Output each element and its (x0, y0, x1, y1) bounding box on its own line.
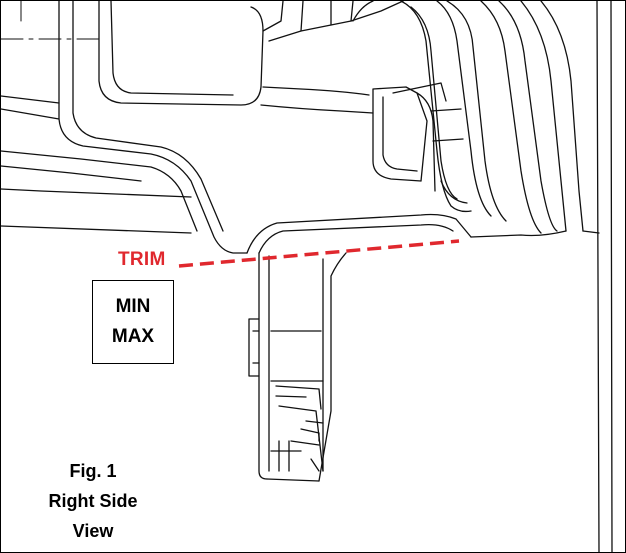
figure-caption: Fig. 1 Right Side View (29, 456, 157, 546)
lower-tab (248, 318, 260, 377)
trim-label: TRIM (118, 249, 166, 270)
max-label: MAX (111, 326, 155, 347)
upper-body-outline (58, 1, 248, 254)
min-label: MIN (115, 296, 151, 317)
caption-line-view: View (72, 521, 114, 541)
upper-inner-block (98, 1, 264, 106)
caption-line-figure: Fig. 1 (69, 461, 117, 481)
caption-line-side: Right Side (48, 491, 138, 511)
neck-post-right (318, 252, 347, 482)
clip-window (372, 86, 428, 182)
trim-line (178, 239, 460, 268)
shelf-top (246, 213, 472, 254)
neck-post-left (258, 252, 268, 480)
min-max-box: MIN MAX (92, 280, 174, 364)
